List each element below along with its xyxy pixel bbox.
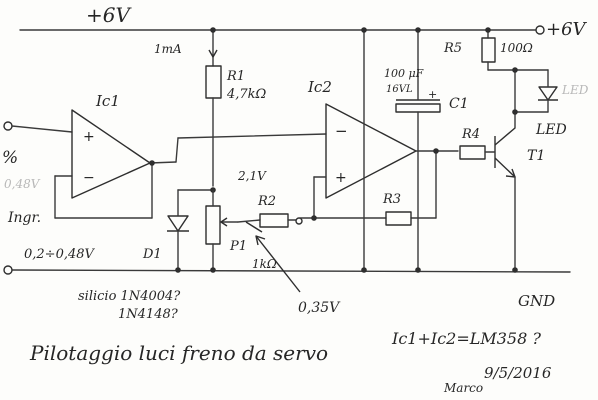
ic1-label: Ic1 (95, 92, 120, 110)
signature: Marco (443, 381, 483, 395)
t1-ref: T1 (527, 148, 545, 164)
input-range: 0,2÷0,48V (24, 247, 96, 262)
r4-ref: R4 (461, 127, 480, 142)
ic2-label: Ic2 (307, 78, 332, 96)
r1-current: 1mA (154, 42, 182, 56)
r1-value: 4,7kΩ (226, 87, 267, 102)
d1-type-line2: 1N4148? (118, 307, 179, 322)
wiper-voltage-arrowhead (255, 235, 266, 246)
wiper-voltage: 0,35V (298, 300, 341, 316)
resistor-r1 (205, 27, 222, 187)
resistor-r3 (385, 211, 412, 226)
resistor-r4 (459, 145, 495, 160)
p1-value: 1kΩ (252, 257, 277, 271)
input-symbol: % (2, 148, 18, 168)
led-diode (512, 69, 558, 115)
p1-ref: P1 (229, 239, 247, 254)
ic2-plus-sign: + (335, 170, 347, 186)
led-label: LED (535, 122, 567, 138)
input-faint-value: 0,48V (4, 177, 41, 191)
d1-type-line1: silicio 1N4004? (78, 289, 181, 304)
ground-label: GND (518, 292, 555, 310)
op-amp-ic1 (71, 109, 327, 199)
p1-voltage: 2,1V (237, 169, 267, 183)
ic-supply-wires (361, 27, 367, 273)
transistor-t1 (494, 127, 518, 273)
resistor-r5 (481, 27, 549, 129)
op-amp-ic2 (299, 103, 459, 221)
r3-ref: R3 (382, 192, 401, 207)
date: 9/5/2016 (484, 364, 552, 382)
supply-right-label: +6V (546, 19, 588, 40)
supply-left-label: +6V (86, 3, 132, 27)
diode-d1 (167, 187, 216, 273)
opamp-equation: Ic1+Ic2=LM358 ? (391, 329, 541, 348)
d1-ref: D1 (142, 247, 162, 262)
r5-ref: R5 (443, 41, 462, 56)
supply-rail (19, 25, 545, 35)
led-ghost-label: LED (561, 83, 589, 97)
c1-plus-sign: + (428, 88, 437, 101)
ground-rail (3, 265, 571, 275)
ic1-plus-sign: + (83, 129, 95, 145)
potentiometer-p1 (205, 189, 263, 273)
r5-value: 100Ω (500, 41, 533, 55)
ic1-minus-sign: − (83, 170, 95, 186)
ic2-minus-sign: − (335, 122, 348, 140)
c1-value: 100 μF (384, 67, 424, 80)
wiper-voltage-arrow (255, 235, 301, 293)
input-label: Ingr. (7, 210, 41, 226)
r2-ref: R2 (257, 194, 276, 209)
c1-voltage: 16VL (386, 84, 413, 95)
r1-ref: R1 (226, 69, 245, 84)
capacitor-c1 (395, 27, 441, 273)
resistor-r2 (259, 213, 303, 228)
diagram-title: Pilotaggio luci freno da servo (29, 341, 328, 365)
input-wire (3, 121, 153, 219)
c1-ref: C1 (449, 96, 469, 112)
